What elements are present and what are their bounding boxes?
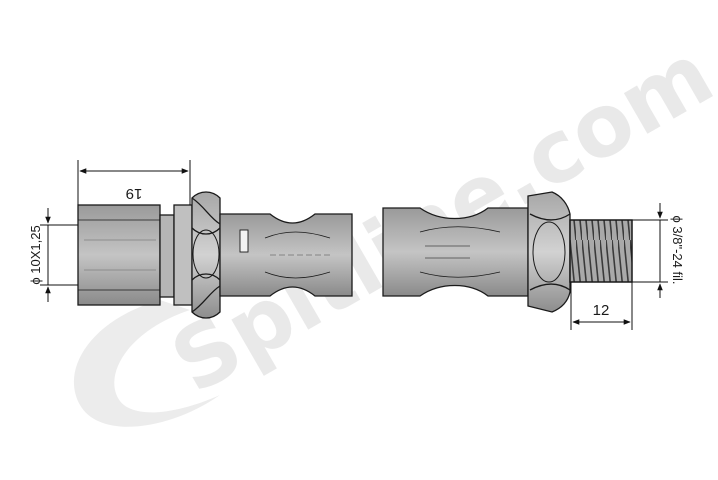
watermark-swoosh: [73, 300, 220, 427]
right-thread-label: ϕ 3/8"-24 fil.: [670, 216, 685, 285]
right-length-label: 12: [593, 302, 610, 319]
right-length-dimension: 12: [570, 282, 633, 330]
right-hex-nut: [527, 191, 571, 313]
left-thread-dimension: ϕ 10X1,25: [28, 208, 78, 302]
left-thread-label: ϕ 10X1,25: [28, 225, 43, 284]
left-hex-nut: [191, 191, 221, 319]
left-length-dimension: 19: [77, 160, 191, 205]
left-crimp-sleeve: [219, 213, 353, 297]
right-fitting: [382, 191, 633, 313]
right-crimp-sleeve: [382, 207, 529, 297]
left-length-label: 19: [126, 185, 143, 202]
left-nut-body: [77, 204, 161, 306]
left-fitting: [77, 191, 353, 319]
left-collar: [159, 214, 175, 298]
right-thread: [569, 219, 633, 283]
right-thread-dimension: ϕ 3/8"-24 fil.: [632, 203, 685, 298]
